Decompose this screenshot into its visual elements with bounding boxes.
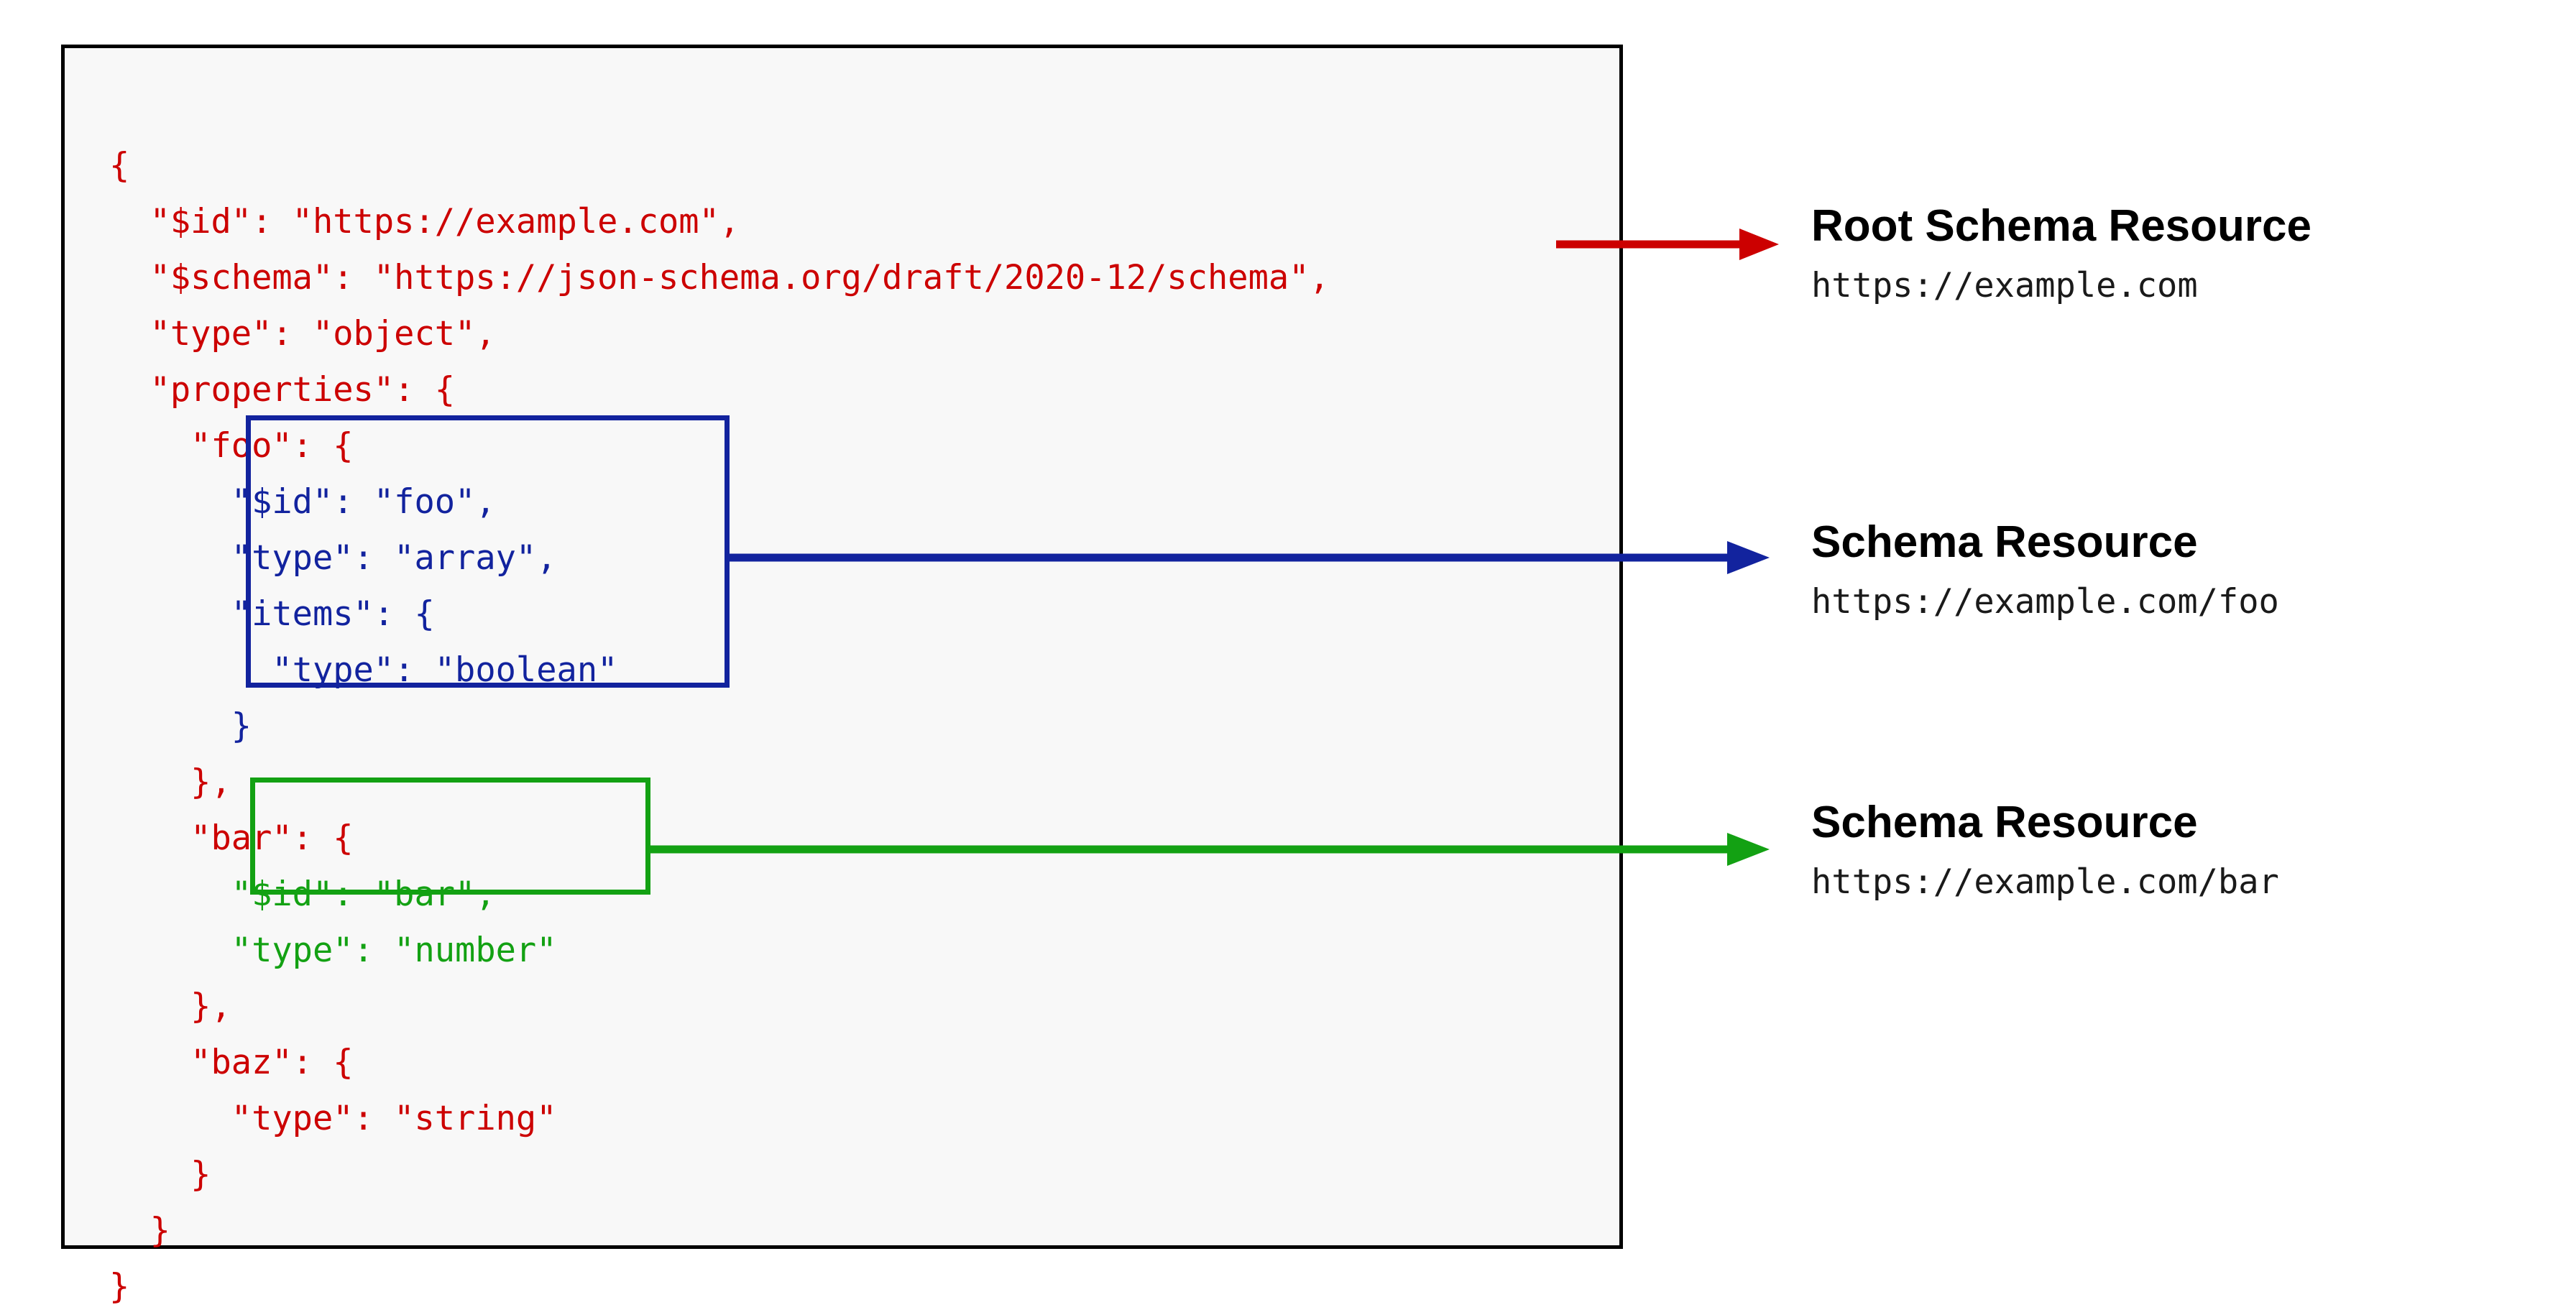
code-line: } — [109, 1267, 130, 1306]
annotation-bar-schema: Schema Resource https://example.com/bar — [1811, 799, 2279, 900]
annotation-title: Root Schema Resource — [1811, 201, 2312, 251]
code-line: "type": "number" — [109, 931, 557, 970]
root-schema-arrow — [1556, 229, 1779, 260]
code-line: "properties": { — [109, 370, 456, 410]
code-line: "baz": { — [109, 1043, 354, 1082]
code-line: }, — [109, 762, 231, 802]
code-line: "$schema": "https://json-schema.org/draf… — [109, 258, 1330, 297]
code-line: "type": "array", — [109, 538, 557, 578]
code-line: } — [109, 706, 252, 746]
annotation-url: https://example.com — [1811, 266, 2198, 306]
code-line: "bar": { — [109, 818, 354, 858]
code-line: "foo": { — [109, 426, 354, 466]
annotation-url: https://example.com/foo — [1811, 582, 2279, 622]
code-line: "type": "string" — [109, 1099, 557, 1138]
annotation-title: Schema Resource — [1811, 798, 2198, 847]
code-line: }, — [109, 987, 231, 1026]
code-line: } — [109, 1211, 170, 1250]
foo-schema-arrow — [726, 541, 1770, 574]
code-line: "type": "boolean" — [109, 650, 618, 690]
bar-schema-arrow — [647, 833, 1770, 866]
code-panel: { "$id": "https://example.com", "$schema… — [61, 45, 1623, 1306]
code-line: "$id": "bar", — [109, 875, 496, 914]
annotation-root-schema: Root Schema Resource https://example.com — [1811, 201, 2312, 306]
annotation-url: https://example.com/bar — [1811, 862, 2279, 903]
code-line: "type": "object", — [109, 314, 496, 354]
code-line: "items": { — [109, 594, 435, 634]
code-line: "$id": "https://example.com", — [109, 202, 740, 241]
code-line: "$id": "foo", — [109, 482, 496, 522]
annotation-title: Schema Resource — [1811, 517, 2198, 567]
json-code-block: { "$id": "https://example.com", "$schema… — [109, 138, 1330, 1315]
annotation-foo-schema: Schema Resource https://example.com/foo — [1811, 517, 2279, 622]
code-line: { — [109, 146, 130, 185]
code-line: } — [109, 1155, 211, 1194]
